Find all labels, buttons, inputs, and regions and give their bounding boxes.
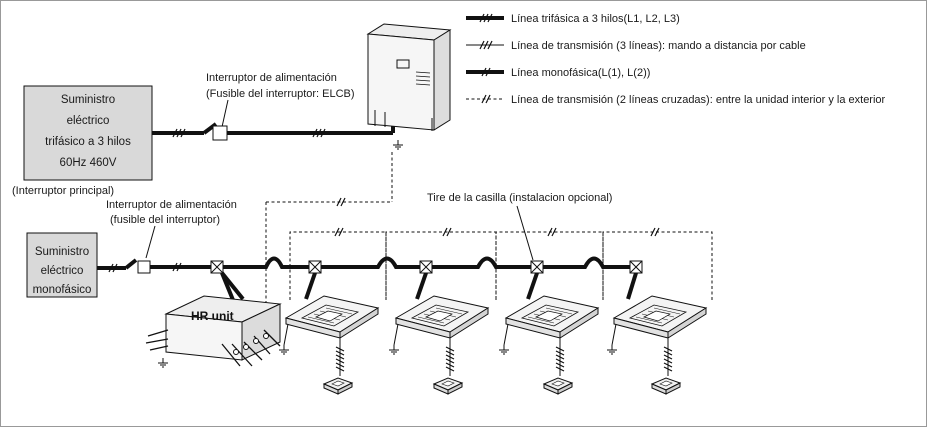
indoor-unit-1	[278, 295, 379, 395]
indoor-unit-2	[388, 295, 489, 395]
junction-box-icon	[629, 260, 643, 274]
legend: Línea trifásica a 3 hilos(L1, L2, L3) Lí…	[466, 13, 886, 106]
svg-text:60Hz 460V: 60Hz 460V	[60, 157, 117, 169]
cassette-indoor-unit-icon	[505, 295, 599, 339]
main-switch-caption: (Interruptor principal)	[12, 185, 114, 197]
legend-three-phase: Línea trifásica a 3 hilos(L1, L2, L3)	[511, 13, 680, 25]
remote-controller-icon	[543, 377, 573, 395]
hr-unit-icon	[145, 295, 282, 367]
cassette-indoor-unit-icon	[395, 295, 489, 339]
legend-transmission-2: Línea de transmisión (2 líneas cruzadas)…	[511, 94, 886, 106]
junction-box-icon	[530, 260, 544, 274]
remote-controller-icon	[651, 377, 681, 395]
branch-breaker-switch-icon	[137, 260, 151, 274]
svg-text:Suministro: Suministro	[35, 246, 89, 258]
main-breaker-switch-icon	[212, 125, 228, 141]
single-phase-supply-box: Suministro eléctrico monofásico	[26, 232, 98, 298]
pull-box-label: Tire de la casilla (instalacion opcional…	[427, 192, 612, 204]
indoor-transmission-lines	[289, 227, 713, 300]
hr-unit-label: HR unit	[191, 309, 234, 323]
branch-breaker-label-2: (fusible del interruptor)	[110, 214, 220, 226]
svg-text:eléctrico: eléctrico	[41, 265, 84, 277]
main-power-supply-box: Suministro eléctrico trifásico a 3 hilos…	[23, 85, 153, 181]
legend-single-phase: Línea monofásica(L(1), L(2))	[511, 67, 650, 79]
outdoor-unit-icon	[366, 23, 452, 131]
junction-box-icon	[210, 260, 224, 274]
svg-text:monofásico: monofásico	[33, 284, 92, 296]
indoor-unit-3	[498, 295, 599, 395]
single-phase-line	[97, 256, 638, 301]
remote-controller-icon	[433, 377, 463, 395]
cassette-indoor-unit-icon	[613, 295, 707, 339]
legend-transmission-3: Línea de transmisión (3 líneas): mando a…	[511, 40, 806, 52]
junction-box-icon	[308, 260, 322, 274]
junction-box-icon	[419, 260, 433, 274]
svg-text:trifásico a 3 hilos: trifásico a 3 hilos	[45, 136, 131, 148]
svg-text:Suministro: Suministro	[61, 94, 115, 106]
svg-text:eléctrico: eléctrico	[67, 115, 110, 127]
indoor-unit-4	[606, 295, 707, 395]
three-phase-line	[152, 122, 395, 141]
main-breaker-label-2: (Fusible del interruptor: ELCB)	[206, 88, 355, 100]
cassette-indoor-unit-icon	[285, 295, 379, 339]
main-breaker-label-1: Interruptor de alimentación	[206, 72, 337, 84]
branch-breaker-label-1: Interruptor de alimentación	[106, 199, 237, 211]
remote-controller-icon	[323, 377, 353, 395]
